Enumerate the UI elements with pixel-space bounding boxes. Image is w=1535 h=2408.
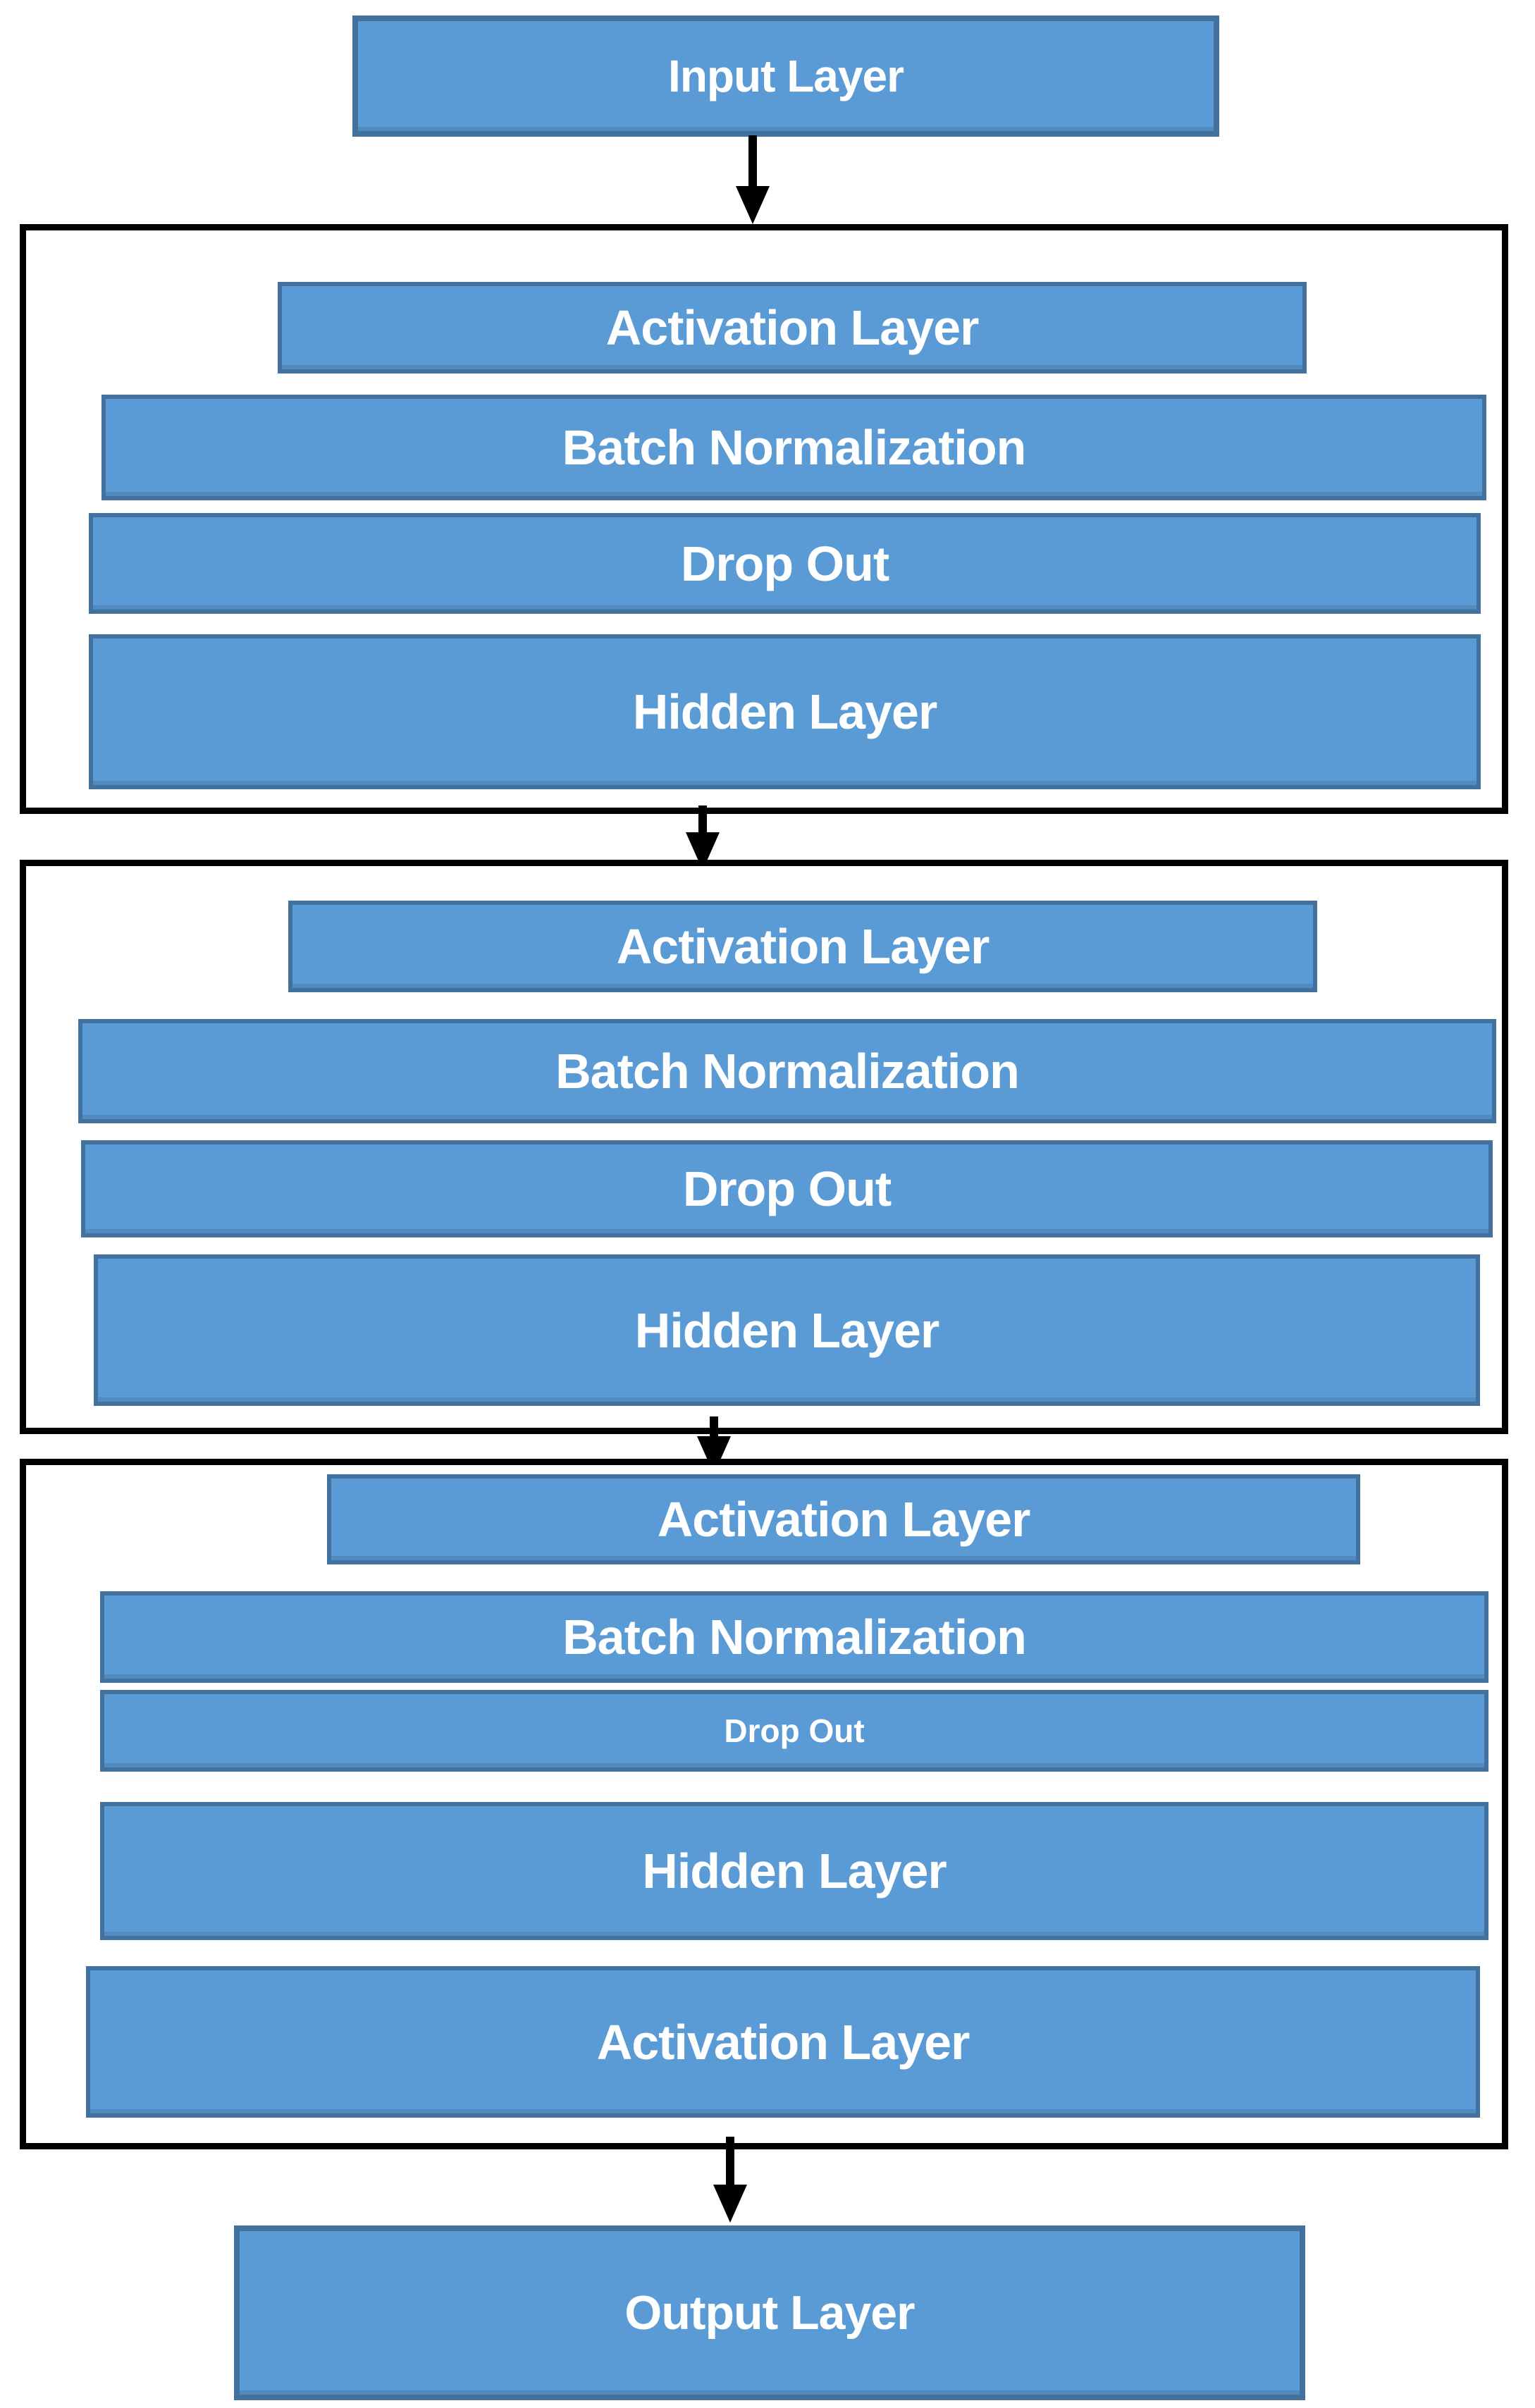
layer-label: Activation Layer — [596, 2014, 970, 2070]
layer-box-hidden: Hidden Layer — [89, 634, 1481, 789]
layer-box-activation: Activation Layer — [327, 1474, 1360, 1564]
layer-box-batch-normalization: Batch Normalization — [100, 1591, 1488, 1683]
layer-label: Activation Layer — [616, 919, 990, 974]
layer-label: Hidden Layer — [642, 1844, 947, 1898]
hidden-block-1: Activation Layer Batch Normalization Dro… — [20, 224, 1508, 814]
layer-box-activation: Activation Layer — [288, 901, 1317, 992]
layer-box-drop-out: Drop Out — [100, 1690, 1488, 1772]
layer-box-hidden: Hidden Layer — [94, 1254, 1480, 1406]
layer-label: Batch Normalization — [555, 1044, 1020, 1099]
layer-label: Drop Out — [680, 536, 889, 591]
input-layer-box: Input Layer — [352, 16, 1219, 137]
input-layer-label: Input Layer — [668, 51, 904, 101]
layer-box-batch-normalization: Batch Normalization — [78, 1019, 1496, 1123]
layer-label: Hidden Layer — [632, 684, 937, 739]
layer-box-activation: Activation Layer — [86, 1966, 1480, 2118]
layer-label: Activation Layer — [605, 300, 980, 355]
layer-label: Batch Normalization — [562, 420, 1027, 475]
layer-label: Drop Out — [682, 1161, 892, 1216]
layer-box-drop-out: Drop Out — [81, 1140, 1493, 1237]
layer-label: Activation Layer — [657, 1492, 1031, 1547]
layer-label: Drop Out — [724, 1712, 865, 1749]
flow-arrow-down-icon — [713, 2137, 747, 2223]
hidden-block-2: Activation Layer Batch Normalization Dro… — [20, 860, 1508, 1434]
flow-arrow-down-icon — [736, 135, 770, 224]
output-layer-box: Output Layer — [234, 2225, 1305, 2400]
layer-label: Hidden Layer — [634, 1302, 939, 1358]
layer-box-batch-normalization: Batch Normalization — [101, 395, 1486, 500]
layer-label: Batch Normalization — [562, 1610, 1027, 1665]
layer-box-hidden: Hidden Layer — [100, 1802, 1488, 1940]
layer-box-activation: Activation Layer — [278, 282, 1307, 373]
layer-box-drop-out: Drop Out — [89, 513, 1481, 614]
output-layer-label: Output Layer — [624, 2286, 915, 2340]
hidden-block-3: Activation Layer Batch Normalization Dro… — [20, 1459, 1508, 2149]
